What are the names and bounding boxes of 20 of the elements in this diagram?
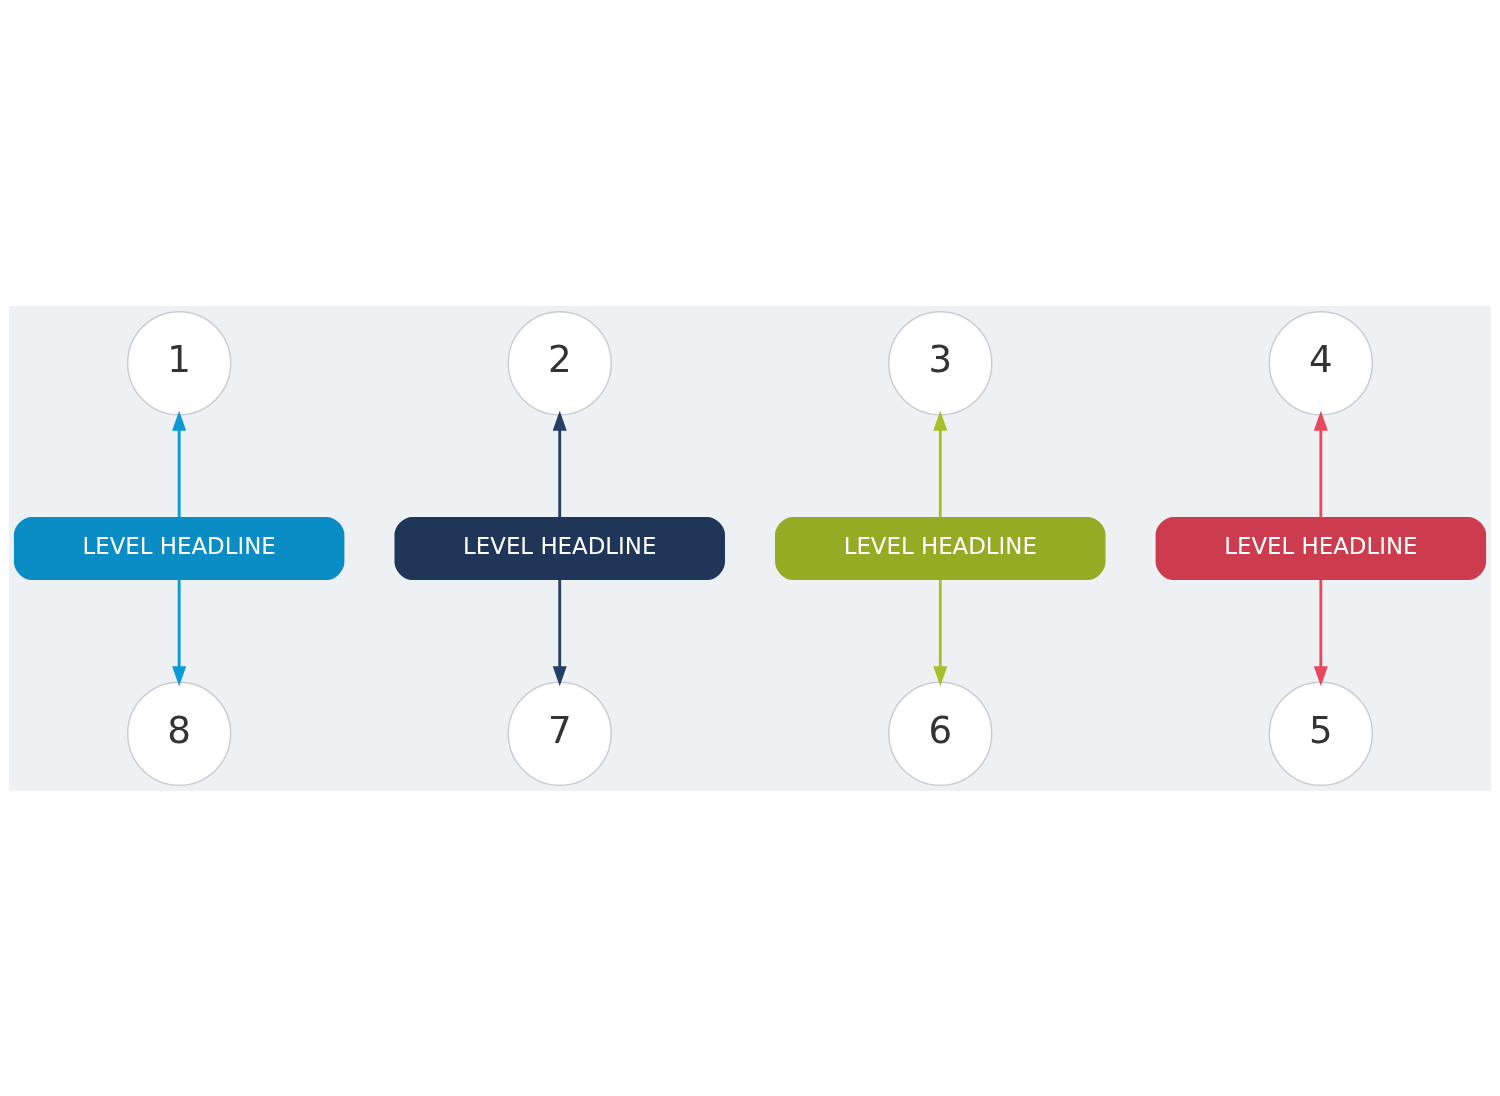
arrow	[933, 410, 948, 517]
node-box: LEVEL HEADLINE	[1155, 516, 1487, 580]
node-circle: 1	[126, 310, 232, 415]
node-circle: 5	[1268, 681, 1374, 786]
node-circle: 6	[888, 681, 993, 786]
arrow	[552, 410, 567, 517]
node-circle: 8	[126, 681, 232, 786]
node-circle: 2	[507, 310, 612, 415]
arrow	[933, 579, 948, 686]
node-circle: 7	[507, 681, 612, 786]
arrow	[1313, 579, 1328, 686]
arrow	[1313, 410, 1328, 517]
node-circle: 4	[1268, 310, 1374, 415]
node-box: LEVEL HEADLINE	[394, 516, 725, 580]
arrow	[552, 579, 567, 686]
arrow	[172, 579, 187, 686]
node-box: LEVEL HEADLINE	[13, 516, 345, 580]
node-box: LEVEL HEADLINE	[775, 516, 1106, 580]
arrow	[172, 410, 187, 517]
node-circle: 3	[888, 310, 993, 415]
